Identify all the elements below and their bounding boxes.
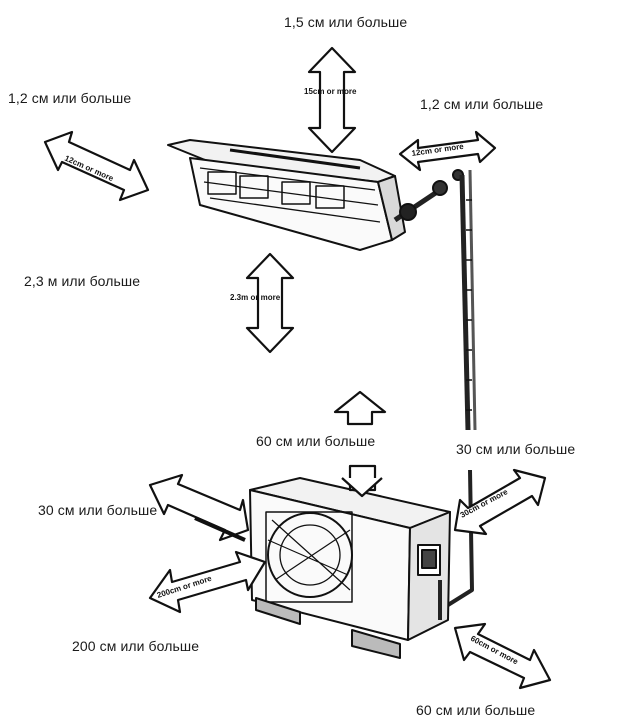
label-left-clearance: 1,2 см или больше [8, 90, 132, 106]
label-outdoor-left: 200 см или больше [72, 638, 200, 654]
arrow-top [307, 46, 357, 154]
arrow-outdoor-rear-left [148, 473, 250, 542]
label-right-clearance: 1,2 см или больше [420, 96, 544, 112]
label-outdoor-top: 60 см или больше [256, 433, 376, 449]
label-outdoor-rear-left: 30 см или больше [38, 502, 158, 518]
arrow-below-text: 2.3m or more [230, 293, 281, 302]
outdoor-unit [249, 477, 451, 659]
label-top-clearance: 1,5 см или больше [284, 14, 408, 30]
arrow-below [245, 252, 295, 354]
arrow-outdoor-top [333, 390, 387, 498]
arrow-top-text: 15cm or more [304, 87, 357, 96]
arrow-left [43, 130, 150, 202]
label-outdoor-front: 60 см или больше [416, 702, 536, 718]
arrow-outdoor-left [148, 550, 267, 614]
arrow-right [398, 130, 497, 172]
arrow-outdoor-rear-right [453, 468, 547, 536]
label-below-clearance: 2,3 м или больше [24, 273, 141, 289]
indoor-unit [167, 139, 464, 251]
arrow-outdoor-front [453, 622, 552, 690]
label-outdoor-rear-right: 30 см или больше [456, 441, 576, 457]
